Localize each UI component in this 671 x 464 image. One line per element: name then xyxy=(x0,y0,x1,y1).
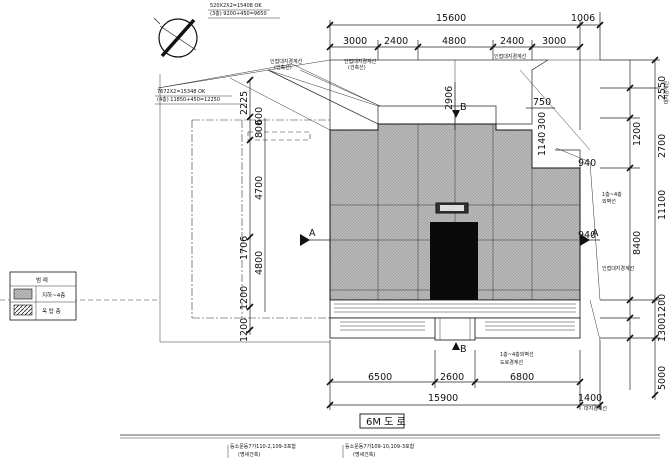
right-dimension-stack: 2550 1200 2700 11100 8400 1200 1300 5000… xyxy=(537,56,670,400)
dim-6500: 6500 xyxy=(368,372,392,383)
callout-top-mid-a: 인접대지경계선 xyxy=(344,58,377,65)
callout-right-b: 외벽선 xyxy=(602,198,616,205)
legend: 범 례 지하~4층 옥 탑 층 xyxy=(9,271,77,321)
dim-2400-a: 2400 xyxy=(384,36,408,47)
dim-3000-b: 3000 xyxy=(542,36,566,47)
legend-row-rooftop: 옥 탑 층 xyxy=(42,307,61,315)
legend-row-floors: 지하~4층 xyxy=(42,291,65,299)
callout-right-c: 인접대지경계선 xyxy=(602,265,635,272)
section-b-top: B xyxy=(460,102,467,113)
callout-top-mid-b: (건축선) xyxy=(348,64,366,71)
north-arrow-icon xyxy=(153,17,198,58)
top-area-label: 520X2X2=15408 OK xyxy=(210,3,262,9)
dim-1006: 1006 xyxy=(571,13,595,24)
dim-1706: 1706 xyxy=(239,236,250,260)
dim-2400-b: 2400 xyxy=(500,36,524,47)
left-note-calc-1: 7672X2=15348 OK xyxy=(157,89,206,95)
core-block xyxy=(430,222,478,300)
dim-1200-left-b: 1200 xyxy=(239,318,250,342)
lot-label-a2: (명세건축) xyxy=(238,451,260,458)
callouts: 인접대지경계선 (건축선) 인접대지경계선 (건축선) 인접대지경계선 1층~4… xyxy=(270,53,635,366)
building-base xyxy=(329,299,581,341)
dim-2550: 2550 xyxy=(657,76,668,100)
dim-2600: 2600 xyxy=(440,372,464,383)
dim-750: 750 xyxy=(533,97,551,108)
dashed-footprint xyxy=(191,119,330,319)
dim-15900: 15900 xyxy=(428,393,458,404)
dim-800: 800 xyxy=(254,120,265,138)
road-label-box: 6M 도 로 xyxy=(359,413,406,429)
dim-940-b: 940 xyxy=(578,230,596,241)
dim-3000-a: 3000 xyxy=(343,36,367,47)
dim-2700: 2700 xyxy=(657,134,668,158)
left-note-calc-2: (4층) 11850+450=12250 xyxy=(157,96,220,103)
callout-right-a: 1층~4층 xyxy=(602,191,622,198)
dim-940-a: 940 xyxy=(578,158,596,169)
bottom-dimension-rows: 6500 2600 6800 15900 1400 대지경계선 xyxy=(326,340,607,412)
legend-title: 범 례 xyxy=(36,276,48,284)
dim-1300: 1300 xyxy=(657,318,668,342)
callout-top-right: 인접대지경계선 xyxy=(494,53,527,60)
lot-label-b2: (명세건축) xyxy=(353,451,375,458)
top-area-calc: (3층) 9200+450=9650 xyxy=(210,10,267,17)
dim-1140: 1140 xyxy=(537,132,548,156)
dim-4800: 4800 xyxy=(442,36,466,47)
section-markers: A A B B xyxy=(300,102,600,355)
top-inner-dimension-row: 3000 2400 4800 2400 3000 xyxy=(326,36,584,60)
road-label: 6M 도 로 xyxy=(366,417,406,428)
section-a-right: A xyxy=(592,228,599,239)
dim-600: 600 xyxy=(254,107,265,125)
lot-label-b1: 등소문동7가109-10,109-3포함 xyxy=(345,443,415,450)
right-top-tag: 대지경계선 xyxy=(663,81,670,104)
dim-5000: 5000 xyxy=(657,366,668,390)
dim-4800-left: 4800 xyxy=(254,251,265,275)
dim-2906: 2906 xyxy=(444,86,455,110)
callout-bottom-a: 1층~4층외벽선 xyxy=(500,351,534,358)
dim-11100: 11100 xyxy=(657,190,668,220)
bottom-right-tag: 대지경계선 xyxy=(584,405,607,412)
callout-bottom-b: 도로경계선 xyxy=(500,359,523,366)
dim-300: 300 xyxy=(537,112,548,130)
legend-swatch-rooftop xyxy=(13,304,33,316)
section-a-left: A xyxy=(309,228,316,239)
callout-top-left-a: 인접대지경계선 xyxy=(270,58,303,65)
dim-2225: 2225 xyxy=(239,91,250,115)
dim-1200-left-a: 1200 xyxy=(239,286,250,310)
dim-6800: 6800 xyxy=(510,372,534,383)
dim-8400: 8400 xyxy=(632,231,643,255)
dim-4700: 4700 xyxy=(254,176,265,200)
lot-label-a1: 등소문동7가110-2,109-3포함 xyxy=(230,443,296,450)
legend-swatch-floors xyxy=(13,288,33,300)
dim-1400: 1400 xyxy=(578,393,602,404)
dim-15600: 15600 xyxy=(436,13,466,24)
dim-1200-right-a: 1200 xyxy=(632,122,643,146)
section-b-bottom: B xyxy=(460,344,467,355)
top-outer-dimension-row: 15600 1006 xyxy=(326,12,604,130)
dim-1200-right-b: 1200 xyxy=(657,294,668,318)
left-dimension-stack: 2225 800 4700 4800 1200 1200 1706 600 xyxy=(239,76,266,342)
callout-top-left-b: (건축선) xyxy=(274,64,292,71)
